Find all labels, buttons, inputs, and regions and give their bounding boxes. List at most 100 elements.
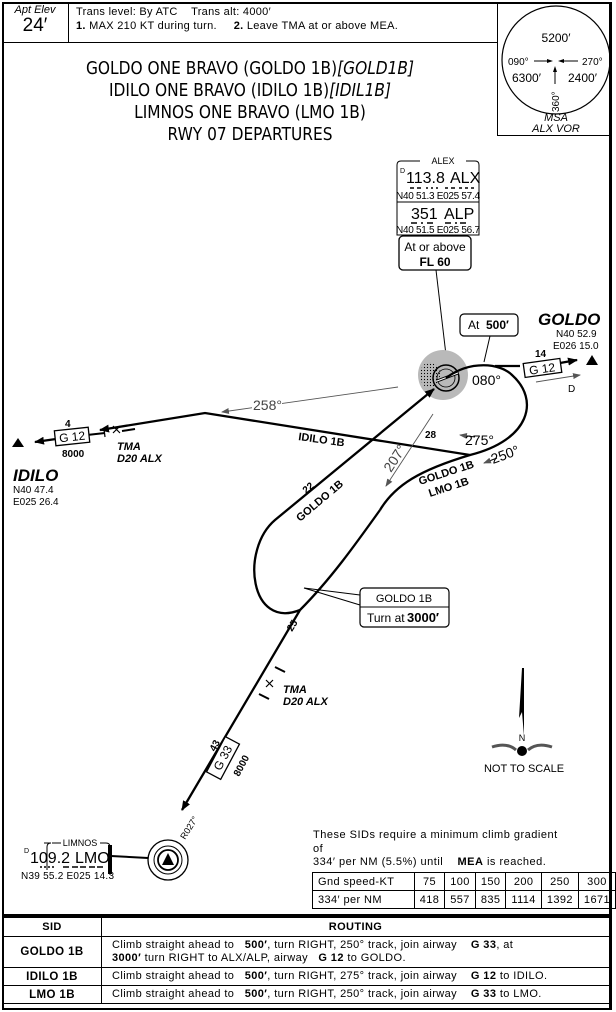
msa-box: 5200′ 090° 270° 6300′ 2400′ 360° MSA ALX… xyxy=(497,2,611,136)
alex-vor-coords: N40 51.3 E025 57.4 xyxy=(396,191,480,202)
airport-elevation-box: Apt Elev 24′ xyxy=(2,2,69,42)
rate-cell: 1671 xyxy=(577,890,616,909)
msa-facility: ALX VOR xyxy=(531,123,580,135)
track-275: 275° xyxy=(465,432,494,448)
limnos-name: LIMNOS xyxy=(63,838,98,848)
north-arrow-icon xyxy=(519,668,524,736)
title-line3: LIMNOS ONE BRAVO (LMO 1B) xyxy=(134,103,366,123)
tma2-line1: TMA xyxy=(283,684,307,696)
limnos-vor-symbol[interactable] xyxy=(147,839,189,881)
procedure-title: GOLDO ONE BRAVO (GOLDO 1B)[GOLD1B] IDILO… xyxy=(65,58,435,146)
g12-east-distance: 14 xyxy=(535,349,547,360)
tma2-line2: D20 ALX xyxy=(283,696,328,708)
sid-name: GOLDO 1B xyxy=(2,936,102,968)
gradient-rate-row: 334′ per NM 418 557 835 1114 1392 1671 xyxy=(312,890,616,909)
limnos-navaid-box[interactable]: LIMNOS D 109.2 LMO N39 55.2 E025 14.3 xyxy=(21,838,114,882)
title-line1-code: [GOLD1B] xyxy=(337,59,415,79)
limnos-d-marker: D xyxy=(24,848,29,855)
plan-view: ALEX D 113.8 ALX N40 51.3 E025 57.4 351 … xyxy=(12,156,600,882)
msa-diagram: 5200′ 090° 270° 6300′ 2400′ 360° MSA ALX… xyxy=(501,5,611,135)
limnos-ident: LMO xyxy=(75,850,110,867)
note2-text: Leave TMA at or above MEA. xyxy=(246,20,399,32)
airport-symbol[interactable] xyxy=(418,350,468,400)
header-notes: Trans level: By ATC Trans alt: 4000′ 1. … xyxy=(76,5,398,33)
wings-logo xyxy=(491,743,553,752)
bearing-258: 258° xyxy=(253,397,282,413)
dme-arc-indicator xyxy=(535,373,581,383)
msa-arrowhead-north xyxy=(553,66,557,72)
g33-distance: 43 xyxy=(208,738,223,753)
g12-west-airway[interactable]: G 12 4 8000 xyxy=(53,419,91,460)
goldo-name: GOLDO xyxy=(538,310,600,329)
alex-name: ALEX xyxy=(431,156,454,166)
msa-bearing-360: 360° xyxy=(551,91,562,112)
not-to-scale: NOT TO SCALE xyxy=(484,763,564,775)
g12-west-mea: 8000 xyxy=(62,449,85,460)
speed-cell: 150 xyxy=(474,872,507,891)
alex-d-marker: D xyxy=(400,168,405,175)
alex-navaid-box[interactable]: ALEX D 113.8 ALX N40 51.3 E025 57.4 351 … xyxy=(396,156,481,236)
turn-callout-title: GOLDO 1B xyxy=(376,593,432,605)
tma1-fix-icon xyxy=(112,425,121,434)
rate-cell: 835 xyxy=(474,890,507,909)
limnos-freq: 109.2 xyxy=(30,850,70,867)
idilo-route-track xyxy=(99,364,529,457)
msa-circle xyxy=(501,5,611,115)
at500-value: 500′ xyxy=(486,318,509,332)
g33-mea: 8000 xyxy=(232,753,252,778)
alex-ndb-coords: N40 51.5 E025 56.7 xyxy=(396,225,480,236)
goldo-lon: E026 15.0 xyxy=(553,341,599,352)
routing-section: SID ROUTING GOLDO 1B Climb straight ahea… xyxy=(2,914,610,1004)
title-line2: IDILO ONE BRAVO (IDILO 1B) xyxy=(108,81,330,101)
trans-level: Trans level: By ATC xyxy=(76,6,178,18)
table-row: LMO 1B Climb straight ahead to 500′, tur… xyxy=(2,985,610,1004)
rate-cell: 418 xyxy=(413,890,446,909)
track-207: 207° xyxy=(380,442,409,475)
sid-name: IDILO 1B xyxy=(2,967,102,986)
turn-callout-value: 3000′ xyxy=(407,610,439,625)
routing-column-header: ROUTING xyxy=(101,917,610,937)
alex-ndb-freq: 351 xyxy=(411,206,438,223)
apt-elev-value: 24′ xyxy=(22,15,48,36)
at-500-callout: At 500′ xyxy=(459,313,519,363)
turn-callout-prefix: Turn at xyxy=(367,611,405,625)
title-line2-code: [IDIL1B] xyxy=(329,81,392,101)
tma1-line1: TMA xyxy=(117,441,141,453)
tma1-line2: D20 ALX xyxy=(117,453,162,465)
climb-gradient-note: These SIDs require a minimum climb gradi… xyxy=(313,829,558,870)
rate-cell: 1392 xyxy=(540,890,579,909)
gradient-text3c: is reached. xyxy=(486,856,547,868)
gradient-speed-row: Gnd speed-KT 75 100 150 200 250 300 xyxy=(312,872,616,891)
goldo-turn-callout: GOLDO 1B Turn at 3000′ xyxy=(303,587,450,628)
alex-ndb-ident: ALP xyxy=(444,206,474,223)
alex-altitude-callout: At or above FL 60 xyxy=(398,235,472,356)
speed-cell: 100 xyxy=(444,872,476,891)
table-row: IDILO 1B Climb straight ahead to 500′, t… xyxy=(2,967,610,986)
bearing-207-line xyxy=(385,413,434,487)
limnos-radial: R027° xyxy=(178,814,200,841)
alex-vor-rose xyxy=(432,364,460,392)
idilo-fix-icon[interactable] xyxy=(12,438,24,447)
goldo-inbound-label: GOLDO 1B xyxy=(294,478,346,524)
gradient-mea: MEA xyxy=(457,856,484,868)
speed-cell: 250 xyxy=(540,872,579,891)
title-line1: GOLDO ONE BRAVO (GOLDO 1B) xyxy=(85,59,338,79)
g12-east-label: G 12 xyxy=(528,360,556,378)
at500-prefix: At xyxy=(468,318,480,332)
g12-east-airway[interactable]: G 12 14 xyxy=(522,349,563,379)
speed-row-label: Gnd speed-KT xyxy=(312,872,415,891)
g12-west-distance: 4 xyxy=(65,419,71,430)
msa-north-sector: 5200′ xyxy=(542,31,572,45)
bearing-080: 080° xyxy=(472,372,501,388)
goldo-fix-icon[interactable] xyxy=(586,355,598,365)
msa-arrowhead-east xyxy=(558,59,564,63)
north-arrow: N NOT TO SCALE xyxy=(484,668,564,775)
gradient-text2: of xyxy=(313,842,324,855)
gradient-text3a: 334′ per NM (5.5%) until xyxy=(313,856,444,868)
goldo-lmo-track xyxy=(379,453,471,511)
table-row: GOLDO 1B Climb straight ahead to 500′, t… xyxy=(2,936,610,968)
g33-airway[interactable]: G 33 43 8000 xyxy=(205,735,253,781)
tma2-fix-icon xyxy=(265,679,274,688)
limnos-coords: N39 55.2 E025 14.3 xyxy=(21,871,114,882)
goldo-lat: N40 52.9 xyxy=(556,329,597,340)
